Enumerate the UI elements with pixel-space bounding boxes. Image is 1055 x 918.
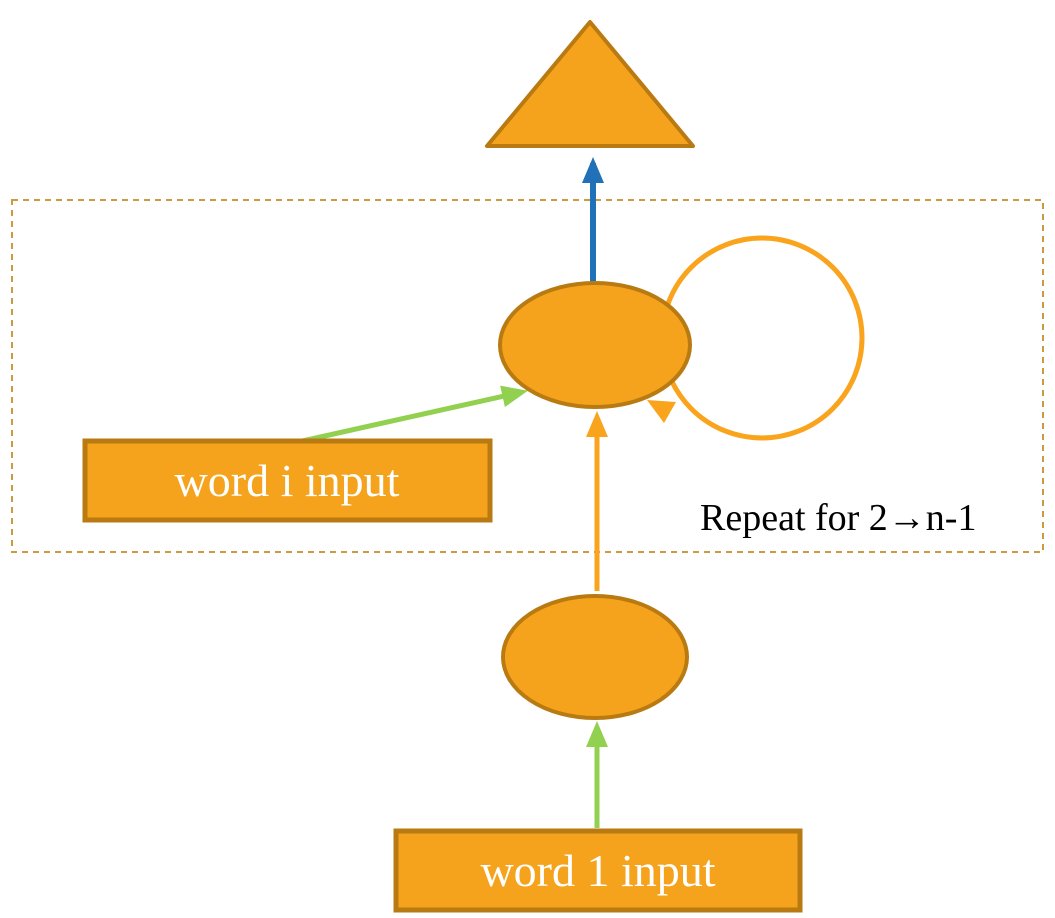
output-triangle	[485, 20, 695, 148]
word-i-input-label: word i input	[175, 455, 400, 506]
first-hidden-state-ellipse	[501, 594, 689, 720]
repeat-note: Repeat for 2→n-1	[700, 497, 976, 539]
word-i-input-arrow	[288, 385, 528, 447]
word-1-input-label: word 1 input	[480, 845, 715, 896]
word-i-input-box	[82, 438, 493, 523]
repeat-region-dashed-border	[11, 199, 1044, 553]
hidden-state-ellipse	[498, 281, 692, 409]
self-loop-arrowhead-icon	[647, 400, 676, 423]
word-1-input-box	[393, 828, 803, 913]
